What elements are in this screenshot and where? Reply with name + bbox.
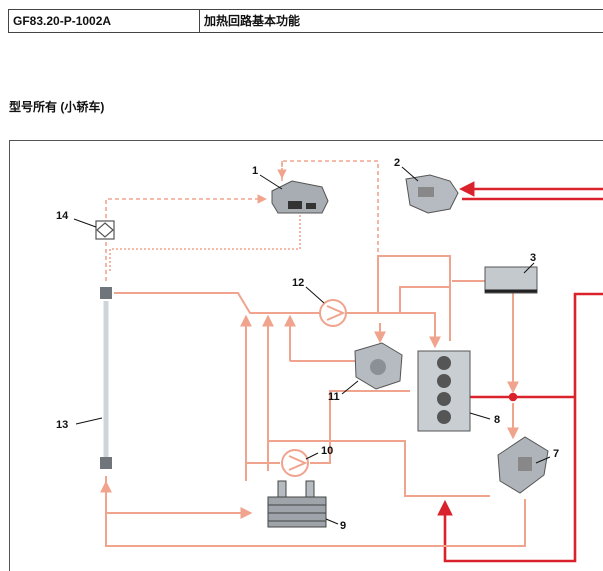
vent-valve-component — [95, 220, 115, 240]
callout-13: 13 — [56, 419, 68, 431]
hot-coolant-lines — [437, 181, 603, 563]
callout-2: 2 — [394, 157, 400, 169]
oil-cooler-component — [267, 480, 327, 528]
callout-9: 9 — [340, 520, 346, 532]
model-applicability: 型号所有 (小轿车) — [9, 100, 105, 114]
document-title: 加热回路基本功能 — [204, 14, 301, 28]
heat-exchanger-component — [484, 266, 538, 294]
callout-14: 14 — [56, 210, 69, 222]
radiator-upper-connector — [100, 287, 112, 299]
radiator-lower-connector — [100, 457, 112, 469]
heater-valve-component — [405, 174, 459, 214]
heating-circuit-diagram: 1 2 3 7 8 9 10 11 12 13 14 — [9, 140, 603, 571]
document-code: GF83.20-P-1002A — [9, 10, 200, 32]
callout-11: 11 — [328, 391, 340, 403]
coolant-pump-12 — [319, 299, 347, 327]
callout-7: 7 — [553, 448, 559, 460]
expansion-tank-component — [271, 180, 329, 214]
diagram-canvas: 1 2 3 7 8 9 10 11 12 13 14 — [56, 157, 603, 563]
callout-10: 10 — [321, 445, 333, 457]
callout-leaders — [73, 166, 551, 525]
callout-8: 8 — [494, 414, 500, 426]
callout-12: 12 — [292, 277, 304, 289]
callout-3: 3 — [530, 252, 536, 264]
turbocharger-component — [354, 342, 403, 390]
document-header-table: GF83.20-P-1002A 加热回路基本功能 — [8, 9, 603, 33]
engine-block-component — [417, 350, 471, 432]
thermostat-housing-component — [497, 436, 549, 494]
coolant-pump-10 — [281, 449, 309, 477]
coolant-lines — [100, 255, 526, 547]
callout-1: 1 — [252, 165, 258, 177]
vent-lines — [105, 160, 379, 281]
